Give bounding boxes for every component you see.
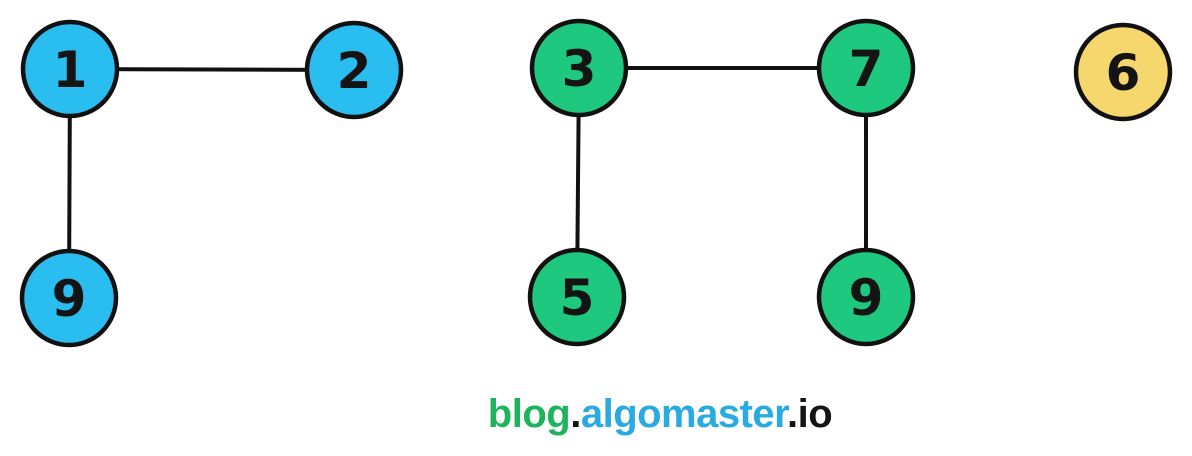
node-circle-b9 [19,248,119,348]
graph-node-g3: 3 [529,18,629,118]
node-label-g3: 3 [562,40,597,98]
graph-node-g7: 7 [816,18,916,118]
node-label-g7: 7 [849,40,884,98]
graph-node-g5: 5 [527,247,627,347]
footer-segment-1: . [570,392,581,436]
footer-segment-4: io [797,392,833,436]
graph-node-b9: 9 [19,248,119,348]
node-circle-g9 [816,247,916,347]
node-circle-b2 [304,20,404,120]
footer-brand: blog.algomaster.io [487,392,833,436]
node-circle-b1 [20,19,120,119]
node-label-b2: 2 [337,42,372,100]
node-label-g5: 5 [560,269,595,327]
node-circle-g7 [816,18,916,118]
footer-segment-0: blog [487,392,571,436]
graph-node-g9: 9 [816,247,916,347]
node-label-b9: 9 [52,270,87,328]
node-label-y6: 6 [1106,44,1141,102]
footer-segment-3: . [787,392,798,436]
node-circle-g5 [527,247,627,347]
graph-node-b2: 2 [304,20,404,120]
node-circle-g3 [529,18,629,118]
node-circle-y6 [1073,22,1173,122]
footer-segment-2: algomaster [580,392,788,436]
node-label-g9: 9 [849,269,884,327]
node-label-b1: 1 [53,41,88,99]
graph-node-y6: 6 [1073,22,1173,122]
graph-node-b1: 1 [20,19,120,119]
